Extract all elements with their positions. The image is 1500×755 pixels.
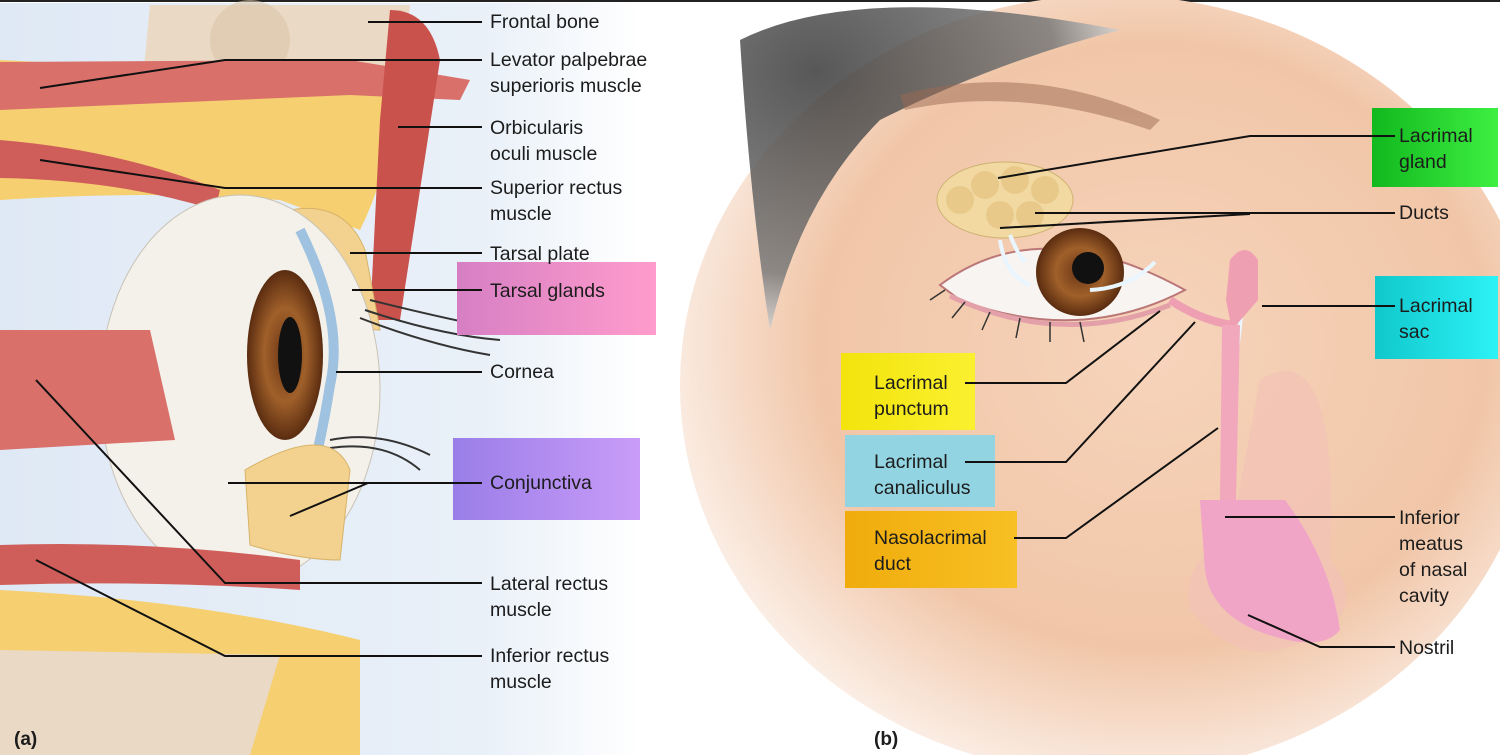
nasolacrimal-duct-shape: [1220, 325, 1240, 500]
eyebrow-shape: [900, 82, 1160, 130]
levator-muscle-shape: [0, 60, 470, 110]
label-tarsal-glands: Tarsal glands: [490, 280, 605, 302]
label-lateral-rectus: Lateral rectus muscle: [490, 573, 609, 621]
lower-eyelid-shape: [244, 444, 351, 561]
leader-ducts-lower: [999, 213, 1251, 229]
leader-superior-rectus: [39, 159, 482, 189]
label-lacrimal-gland: Lacrimal gland: [1399, 125, 1473, 173]
nasolacrimal-duct-highlight: [845, 511, 1017, 588]
panel-a-leader-lines: [35, 21, 482, 657]
leader-lacrimal-gland: [997, 135, 1395, 179]
lacrimal-canaliculus-highlight: [845, 435, 995, 507]
leader-inferior-rectus: [35, 559, 482, 657]
lower-eyelashes-b: [929, 289, 1085, 343]
lower-eyelashes: [329, 436, 431, 471]
pupil-shape: [278, 317, 302, 393]
label-levator-palpebrae: Levator palpebrae superioris muscle: [490, 49, 648, 97]
label-tarsal-plate: Tarsal plate: [490, 243, 590, 265]
pupil-b-shape: [1072, 252, 1104, 284]
lacrimal-sac-shape: [1226, 250, 1258, 330]
label-cornea: Cornea: [490, 361, 554, 383]
lacrimal-punctum-highlight: [841, 353, 975, 430]
inferior-meatus-shape: [1200, 500, 1340, 643]
panel-a-illustration: [0, 0, 640, 755]
label-frontal-bone: Frontal bone: [490, 11, 600, 33]
lateral-rectus-shape: [0, 330, 175, 450]
label-superior-rectus: Superior rectus muscle: [490, 177, 623, 225]
inferior-rectus-shape: [0, 544, 300, 590]
maxilla-bone-shape: [0, 650, 280, 755]
leader-lacrimal-canaliculus: [965, 321, 1196, 463]
leader-lateral-rectus: [35, 379, 482, 584]
hair-shape: [740, 7, 1120, 330]
lacrimal-sac-highlight: [1375, 276, 1498, 359]
label-nasolacrimal-duct: Nasolacrimal duct: [874, 527, 987, 575]
leader-nasolacrimal-duct: [1014, 427, 1219, 539]
label-nostril: Nostril: [1399, 637, 1455, 659]
leader-conjunctiva-lower: [289, 482, 369, 517]
superior-rectus-shape: [0, 140, 220, 210]
label-orbicularis-oculi: Orbicularis oculi muscle: [490, 117, 598, 165]
label-conjunctiva: Conjunctiva: [490, 472, 592, 494]
lacrimal-gland-highlight: [1372, 108, 1498, 187]
leader-nostril: [1247, 614, 1395, 648]
panel-b-leader-lines: [965, 135, 1395, 648]
label-inferior-meatus: Inferior meatus of nasal cavity: [1399, 507, 1468, 607]
tarsal-glands-highlight: [457, 262, 656, 335]
label-lacrimal-sac: Lacrimal sac: [1399, 295, 1473, 343]
panel-b-letter: (b): [874, 729, 899, 750]
canaliculus-shape: [1167, 296, 1233, 329]
leader-levator: [39, 59, 482, 89]
orbicularis-shape: [370, 10, 440, 320]
conjunctiva-highlight: [453, 438, 640, 520]
label-ducts: Ducts: [1399, 202, 1449, 224]
leader-lacrimal-punctum: [965, 310, 1161, 384]
panel-a-letter: (a): [14, 729, 38, 750]
label-inferior-rectus: Inferior rectus muscle: [490, 645, 610, 693]
label-lacrimal-canaliculus: Lacrimal canaliculus: [874, 451, 971, 499]
lower-lid-margin: [948, 293, 1171, 327]
label-lacrimal-punctum: Lacrimal punctum: [874, 372, 949, 420]
